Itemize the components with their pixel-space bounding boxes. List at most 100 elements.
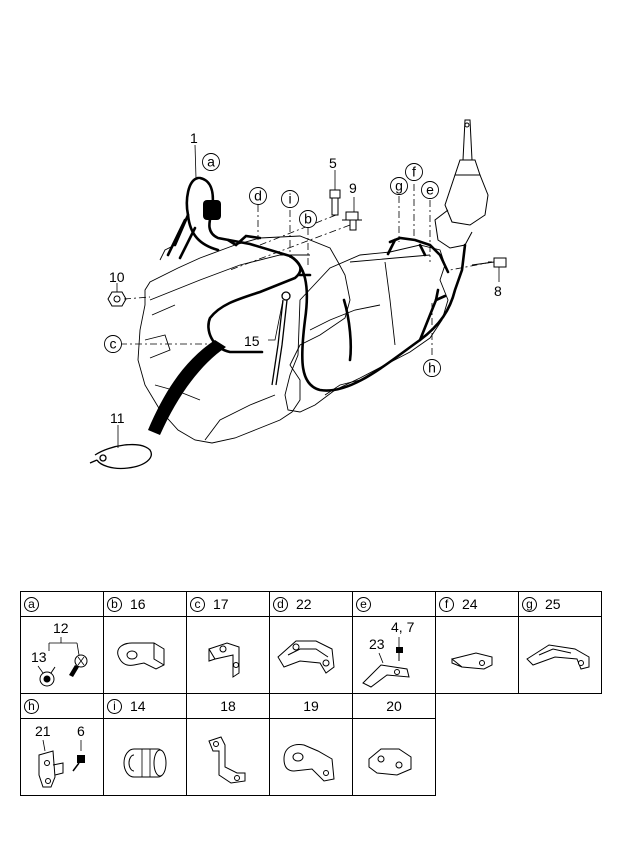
- empty-cell: [519, 694, 602, 719]
- part-number: 16: [130, 596, 146, 612]
- svg-text:a: a: [207, 154, 215, 170]
- header-cell-h: h: [20, 693, 104, 719]
- empty-cell: [436, 719, 519, 796]
- letter-badge: c: [190, 596, 205, 612]
- svg-text:6: 6: [77, 723, 85, 739]
- header-cell-19: 19: [269, 693, 353, 719]
- header-cell-18: 18: [186, 693, 270, 719]
- letter-badge: b: [107, 596, 122, 612]
- svg-text:d: d: [254, 188, 262, 204]
- bracket-24-illustration: [450, 652, 493, 670]
- callout-leaders: [116, 144, 500, 448]
- part-cell-18: [186, 718, 270, 796]
- bracket-21-illustration: 21 6: [35, 723, 85, 788]
- bracket-19-illustration: [283, 744, 335, 782]
- bracket-16-illustration: [117, 642, 165, 670]
- svg-text:13: 13: [31, 649, 47, 665]
- number-callouts: 1 5 9 10 8 15 11: [109, 130, 502, 426]
- svg-text:21: 21: [35, 723, 51, 739]
- letter-badge: h: [24, 698, 39, 714]
- callout-d: d: [249, 187, 267, 205]
- part-cell-20: [352, 718, 436, 796]
- svg-text:4, 7: 4, 7: [391, 619, 415, 635]
- harness-connector: [203, 200, 221, 220]
- letter-badge: a: [24, 596, 39, 612]
- svg-text:b: b: [304, 211, 312, 227]
- svg-text:i: i: [288, 191, 291, 207]
- bracket-20-illustration: [368, 748, 412, 776]
- bolt-5: [329, 189, 341, 216]
- part-cell-c: [186, 616, 270, 694]
- part-number: 20: [386, 698, 402, 714]
- table-header-row-1: a b 16 c 17 d 22 e f 24 g 25: [20, 591, 602, 617]
- part-cell-a: 12 13: [20, 616, 104, 694]
- callout-f: f: [405, 163, 423, 181]
- letter-badge: i: [107, 698, 122, 714]
- header-cell-a: a: [20, 591, 104, 617]
- letter-badge: e: [356, 596, 371, 612]
- callout-i: i: [281, 190, 299, 208]
- main-cable: [148, 340, 226, 435]
- part-cell-d: [269, 616, 353, 694]
- callout-15: 15: [244, 333, 260, 349]
- part-cell-f: [435, 616, 519, 694]
- callout-5: 5: [329, 155, 337, 171]
- clip-screws-illustration: 12 13: [31, 620, 88, 687]
- callout-b: b: [299, 210, 317, 228]
- letter-badge: f: [439, 596, 454, 612]
- table-header-row-2: h i 14 18 19 20: [20, 693, 602, 719]
- svg-text:e: e: [426, 182, 434, 198]
- header-cell-f: f 24: [435, 591, 519, 617]
- part-number: 24: [462, 596, 478, 612]
- empty-cell: [436, 694, 519, 719]
- header-cell-c: c 17: [186, 591, 270, 617]
- part-cell-g: [518, 616, 602, 694]
- svg-text:g: g: [395, 178, 403, 194]
- bracket-18-illustration: [208, 736, 246, 784]
- part-cell-i: [103, 718, 187, 796]
- part-number: 22: [296, 596, 312, 612]
- exploded-diagram: 1 5 9 10 8 15 11 a d i b g f: [89, 119, 507, 470]
- header-cell-e: e: [352, 591, 436, 617]
- part-cell-h: 21 6: [20, 718, 104, 796]
- bracket-22-illustration: [277, 640, 335, 674]
- svg-text:c: c: [110, 336, 117, 352]
- sensor-lead: [271, 291, 291, 386]
- callout-9: 9: [349, 180, 357, 196]
- svg-text:h: h: [428, 360, 436, 376]
- part-cell-19: [269, 718, 353, 796]
- callout-e: e: [421, 181, 439, 199]
- callout-a: a: [202, 153, 220, 171]
- header-cell-d: d 22: [269, 591, 353, 617]
- callout-h: h: [423, 359, 441, 377]
- callout-1: 1: [190, 130, 198, 146]
- header-cell-b: b 16: [103, 591, 187, 617]
- callout-8: 8: [494, 283, 502, 299]
- header-cell-20: 20: [352, 693, 436, 719]
- part-number: 18: [220, 698, 236, 714]
- grommet-14-illustration: [123, 748, 167, 778]
- nut-10: [107, 291, 127, 307]
- table-image-row-1: 12 13: [20, 616, 602, 694]
- letter-callouts: a d i b g f e c: [104, 153, 441, 377]
- part-cell-e: 4, 7 23: [352, 616, 436, 694]
- part-number: 17: [213, 596, 229, 612]
- shift-lever: [434, 119, 489, 249]
- part-cell-b: [103, 616, 187, 694]
- callout-c: c: [104, 335, 122, 353]
- header-cell-g: g 25: [518, 591, 602, 617]
- letter-badge: g: [522, 596, 537, 612]
- clip-band: [89, 443, 152, 470]
- svg-text:23: 23: [369, 636, 385, 652]
- svg-text:12: 12: [53, 620, 69, 636]
- letter-badge: d: [273, 596, 288, 612]
- callout-11: 11: [110, 410, 125, 426]
- empty-cell: [519, 719, 602, 796]
- bracket-23-illustration: 4, 7 23: [362, 619, 415, 688]
- part-number: 25: [545, 596, 561, 612]
- table-image-row-2: 21 6: [20, 718, 602, 796]
- parts-table: a b 16 c 17 d 22 e f 24 g 25 12: [20, 591, 602, 796]
- part-number: 19: [303, 698, 319, 714]
- svg-text:f: f: [412, 164, 416, 180]
- callout-g: g: [390, 177, 408, 195]
